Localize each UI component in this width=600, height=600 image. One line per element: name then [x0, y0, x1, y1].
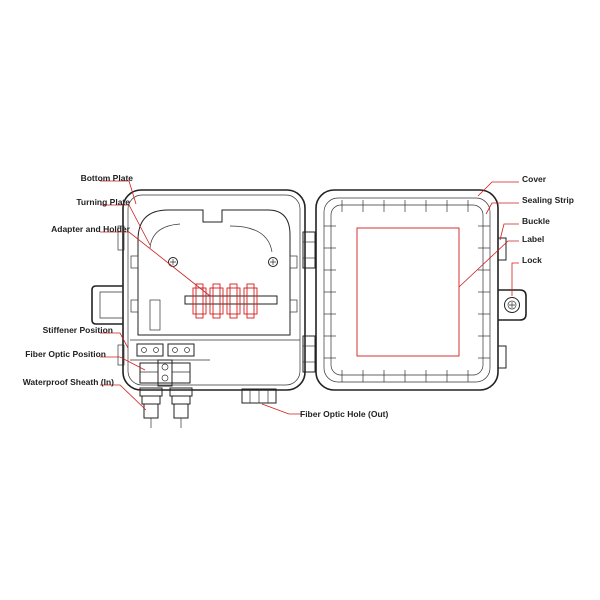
leader-lines: [100, 180, 519, 415]
cover-ribs: [324, 200, 490, 382]
label-stiffener-position: Stiffener Position: [43, 325, 113, 335]
cover-unit: [315, 189, 527, 391]
label-bottom-plate: Bottom Plate: [81, 173, 134, 183]
label-fiber-optic-hole-out: Fiber Optic Hole (Out): [300, 409, 388, 419]
waterproof-glands: [139, 387, 193, 428]
label-sealing-strip: Sealing Strip: [522, 195, 574, 205]
label-buckle: Buckle: [522, 216, 550, 226]
base-unit: [91, 189, 316, 428]
lock: [498, 289, 527, 321]
callout-labels: Bottom Plate Turning Plate Adapter and H…: [23, 173, 574, 419]
label-adapter-and-holder: Adapter and Holder: [51, 224, 131, 234]
label-cover: Cover: [522, 174, 547, 184]
label-label: Label: [522, 234, 544, 244]
adapters: [192, 283, 258, 319]
label-fiber-optic-position: Fiber Optic Position: [25, 349, 106, 359]
label-waterproof-sheath-in: Waterproof Sheath (In): [23, 377, 114, 387]
label-turning-plate: Turning Plate: [76, 197, 130, 207]
label-lock: Lock: [522, 255, 542, 265]
